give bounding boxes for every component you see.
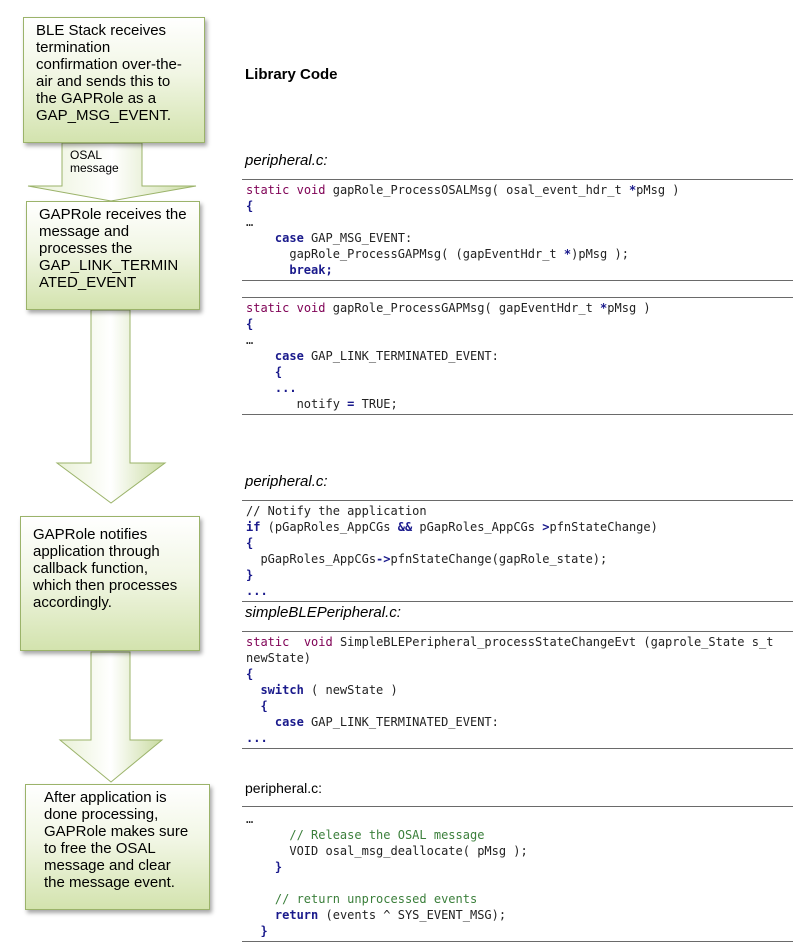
code-block-4: static void SimpleBLEPeripheral_processS… [242,631,793,749]
code-line: { [246,199,254,213]
file-label-4: peripheral.c: [245,780,323,796]
code-line: VOID osal_msg_deallocate( pMsg ); [246,844,528,858]
code-line [246,875,789,891]
file-label-1: peripheral.c: [245,152,328,169]
step-gaprole-receives: GAPRole receives the message and process… [26,201,200,310]
code-line: } [274,860,283,874]
code-line: … [246,812,254,826]
code-line: switch ( newState ) [260,683,398,697]
code-line: // Notify the application [246,504,427,518]
code-line: static void gapRole_ProcessOSALMsg( osal… [246,183,680,197]
code-block-5: … // Release the OSAL message VOID osal_… [242,806,793,942]
arrow-3 [58,651,164,783]
code-line: } [246,568,254,582]
code-line: … [246,215,254,229]
code-line: ... [274,381,297,395]
code-line: // return unprocessed events [274,892,478,906]
code-line: { [246,667,254,681]
code-line: if (pGapRoles_AppCGs && pGapRoles_AppCGs… [246,520,658,534]
code-line: case GAP_LINK_TERMINATED_EVENT: [274,349,499,363]
library-code-title: Library Code [245,66,338,83]
code-line: ... [246,584,268,598]
code-line: } [260,924,268,938]
code-line: static void gapRole_ProcessGAPMsg( gapEv… [246,301,651,315]
code-line: { [246,536,254,550]
step-stack-receives: BLE Stack receives termination confirmat… [23,17,205,143]
code-line: ... [246,731,268,745]
code-line: { [260,699,268,713]
step-gaprole-notifies: GAPRole notifies application through cal… [20,516,200,651]
file-label-3: simpleBLEPeripheral.c: [245,604,401,621]
code-line: … [246,333,254,347]
arrow-1 [27,142,197,202]
code-line: gapRole_ProcessGAPMsg( (gapEventHdr_t *)… [246,247,629,261]
code-line: newState) [246,651,312,665]
osal-message-label: OSAL message [70,148,119,175]
code-block-3: // Notify the application if (pGapRoles_A… [242,500,793,602]
file-label-2: peripheral.c: [245,473,328,490]
code-line: // Release the OSAL message [289,828,485,842]
code-block-2: static void gapRole_ProcessGAPMsg( gapEv… [242,297,793,415]
code-block-1: static void gapRole_ProcessOSALMsg( osal… [242,179,793,281]
code-line: notify = TRUE; [246,397,398,411]
code-line: case GAP_LINK_TERMINATED_EVENT: [274,715,499,729]
code-line: case GAP_MSG_EVENT: [274,231,413,245]
arrow-2 [55,309,167,504]
code-line: { [274,365,283,379]
code-line: pGapRoles_AppCGs->pfnStateChange(gapRole… [246,552,608,566]
code-line: { [246,317,254,331]
code-line: break; [289,263,333,277]
code-line: static void SimpleBLEPeripheral_processS… [246,635,774,649]
code-line: return (events ^ SYS_EVENT_MSG); [274,908,507,922]
step-free-message: After application is done processing, GA… [25,784,210,910]
